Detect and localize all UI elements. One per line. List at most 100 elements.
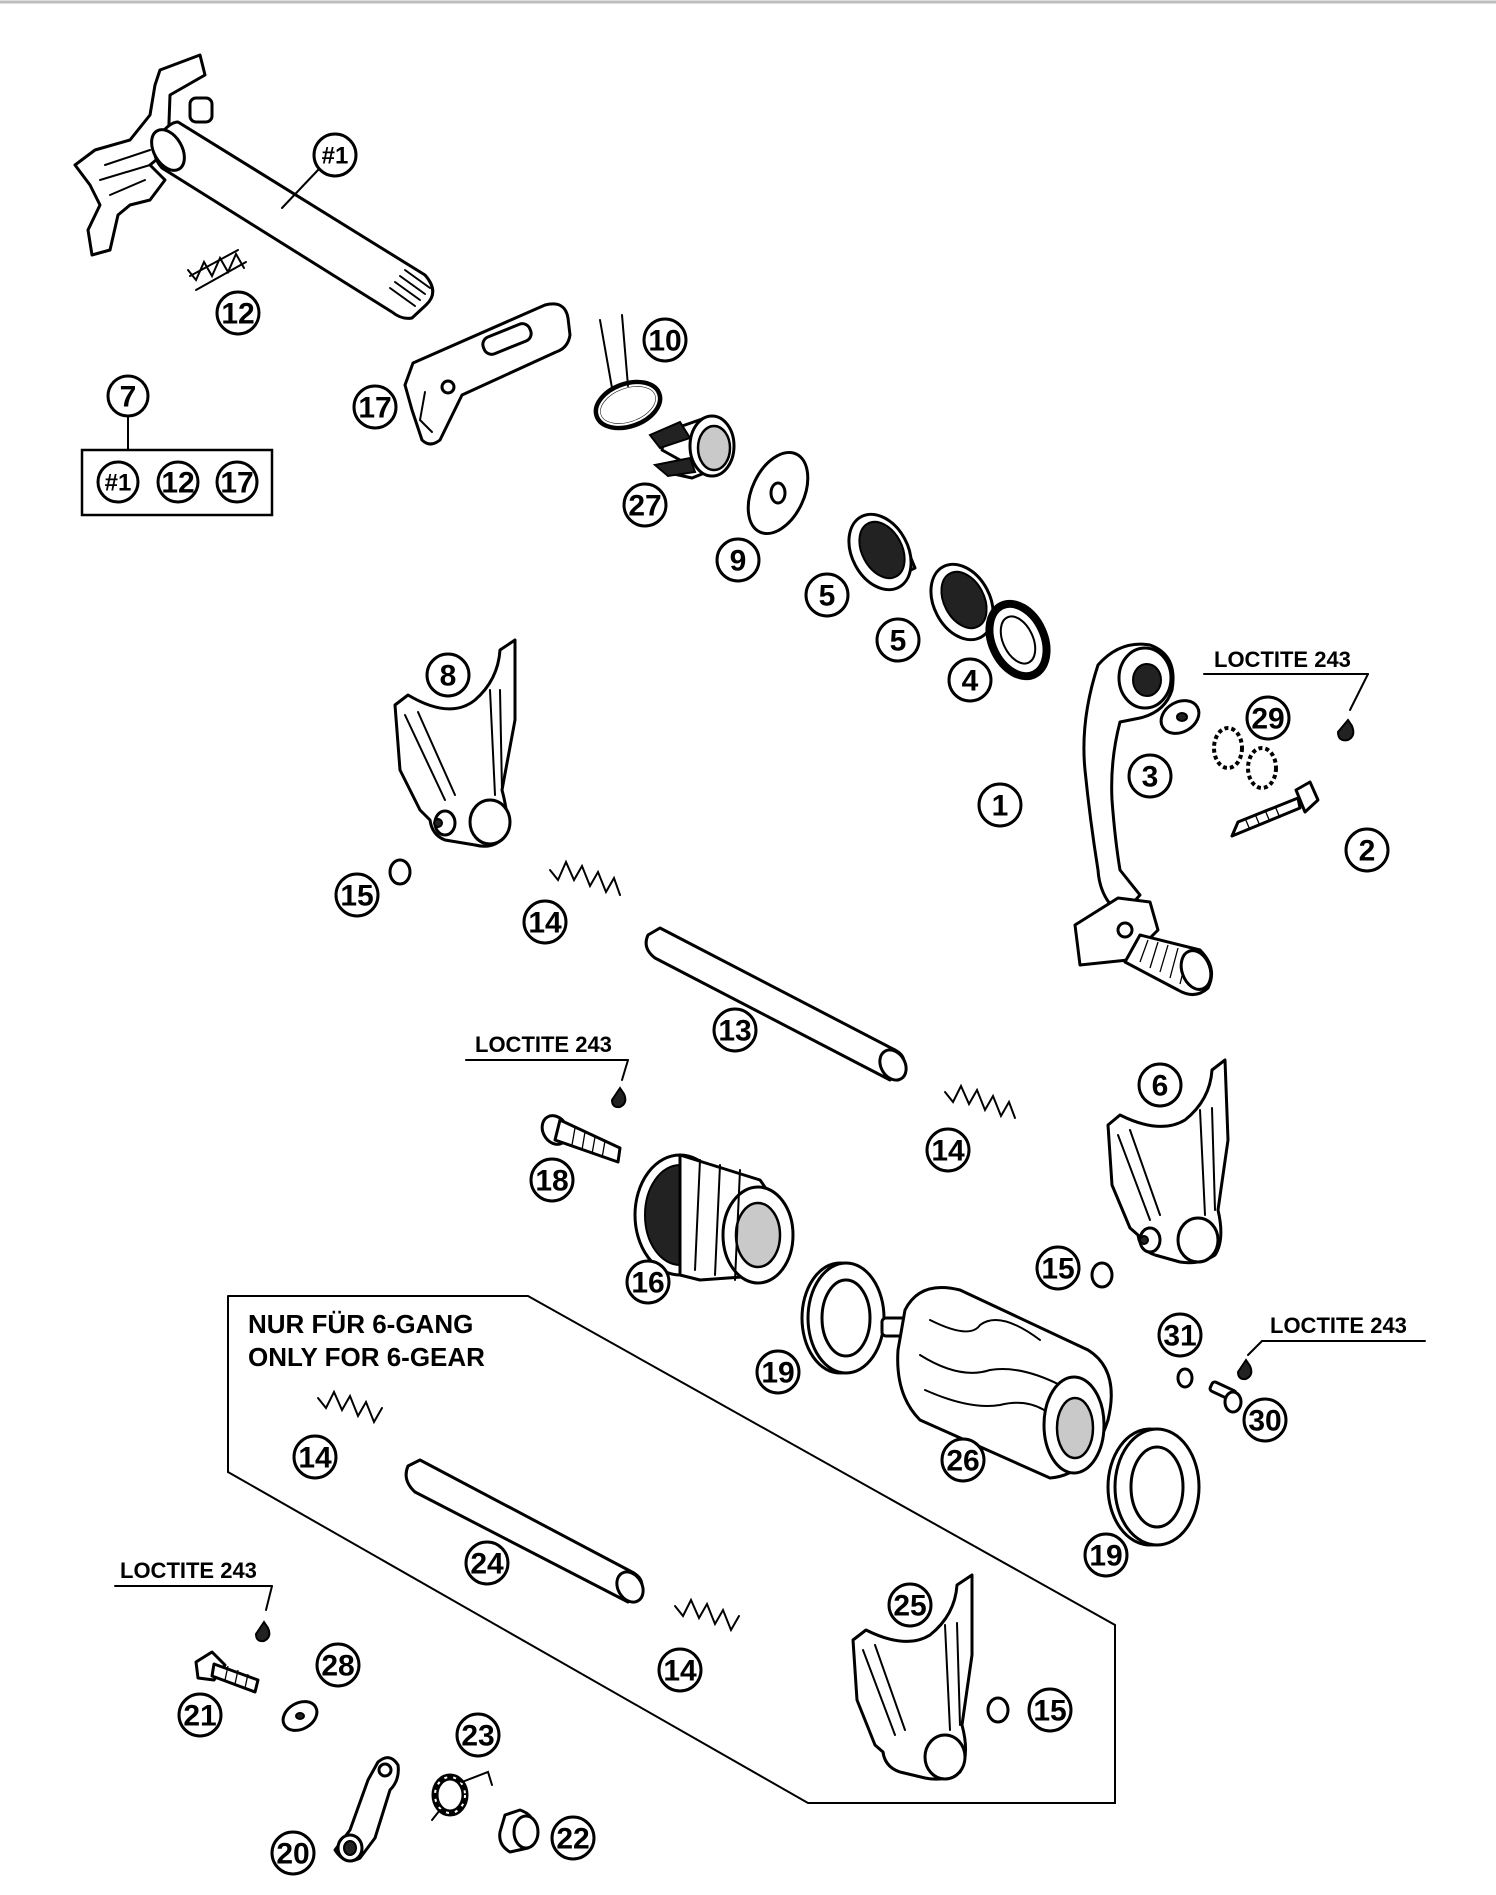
bolt-30 <box>1208 1380 1243 1414</box>
roller-15b <box>1090 1261 1114 1289</box>
callout-24: 24 <box>464 1540 510 1586</box>
shift-drum-locator-16 <box>633 1153 795 1285</box>
kit-item: 17 <box>220 467 253 500</box>
kit-item: #1 <box>105 470 132 497</box>
loctite-label: LOCTITE 243 <box>475 1032 612 1057</box>
spring-14c <box>317 1389 383 1425</box>
callout-19b: 19 <box>1083 1532 1129 1578</box>
detent-spring-12 <box>187 249 247 291</box>
leader-lines <box>281 169 319 209</box>
callout-label: 18 <box>535 1165 568 1198</box>
washer-9-hole <box>769 481 787 505</box>
callout-5a: 5 <box>804 572 850 618</box>
shift-fork-8 <box>393 638 517 848</box>
shift-shaft <box>73 53 435 320</box>
callout-4: 4 <box>947 657 993 703</box>
callout-label: 15 <box>1041 1253 1074 1286</box>
callout-22: 22 <box>550 1815 596 1861</box>
locking-lever-20 <box>333 1756 400 1863</box>
callout-label: 21 <box>183 1700 216 1733</box>
callout-25: 25 <box>887 1582 933 1628</box>
callout-label: 28 <box>321 1650 354 1683</box>
callout-label: 12 <box>221 298 254 331</box>
callout-28: 28 <box>315 1642 361 1688</box>
group-label-de: NUR FÜR 6-GANG <box>248 1309 473 1339</box>
callout-label: 3 <box>1142 761 1159 794</box>
group-label-en: ONLY FOR 6-GEAR <box>248 1342 485 1372</box>
callout-14d: 14 <box>657 1647 703 1693</box>
callout-6: 6 <box>1137 1062 1183 1108</box>
bolt-21 <box>194 1650 260 1694</box>
callout-label: 20 <box>276 1838 309 1871</box>
kit-box-7: 7 #1 12 17 <box>80 374 274 517</box>
callout-label: 6 <box>1152 1070 1169 1103</box>
callout-15a: 15 <box>334 872 380 918</box>
callout-23: 23 <box>455 1712 501 1758</box>
callout-19a: 19 <box>755 1349 801 1395</box>
callout-label: 25 <box>893 1590 926 1623</box>
callout-label: 19 <box>1089 1540 1122 1573</box>
callout-label: 29 <box>1251 703 1284 736</box>
callout-label: 5 <box>890 625 907 658</box>
callout-18: 18 <box>529 1157 575 1203</box>
bushing-27 <box>648 414 736 480</box>
callout-label: 22 <box>556 1823 589 1856</box>
torsion-spring-23 <box>431 1770 493 1821</box>
callout-label: 24 <box>470 1548 504 1581</box>
lock-washers-29 <box>1212 726 1278 790</box>
callout-1: 1 <box>977 782 1023 828</box>
roller-15a <box>388 858 412 886</box>
callout-21: 21 <box>177 1692 223 1738</box>
callout-14a: 14 <box>522 899 568 945</box>
callout-label: 17 <box>358 392 391 425</box>
callout-label: 15 <box>1033 1695 1066 1728</box>
loctite-label: LOCTITE 243 <box>1270 1313 1407 1338</box>
callout-3: 3 <box>1127 753 1173 799</box>
callout-14b: 14 <box>925 1127 971 1173</box>
callout-label: 10 <box>648 325 681 358</box>
seal-ring-4 <box>985 599 1051 681</box>
callout-label: 14 <box>528 907 562 940</box>
spring-14a <box>549 859 621 896</box>
six-gear-group-frame <box>227 1295 1116 1804</box>
loctite-note-1: LOCTITE 243 <box>1203 647 1369 742</box>
callout-31: 31 <box>1157 1312 1203 1358</box>
callout-label: 14 <box>931 1135 965 1168</box>
callout-8: 8 <box>425 652 471 698</box>
bolt-2 <box>1230 780 1320 838</box>
callout-label: 1 <box>992 790 1009 823</box>
loctite-label: LOCTITE 243 <box>1214 647 1351 672</box>
loctite-note-4: LOCTITE 243 <box>114 1558 273 1643</box>
kit-item: 12 <box>161 467 194 500</box>
callout-label: #1 <box>322 143 349 170</box>
callout-label: 14 <box>663 1655 697 1688</box>
callout-30: 30 <box>1242 1397 1288 1443</box>
spring-14d <box>674 1597 740 1633</box>
bolt-18 <box>540 1114 622 1164</box>
callout-label: 8 <box>440 660 457 693</box>
return-spring-10 <box>593 314 663 431</box>
shift-drum-26 <box>880 1286 1113 1480</box>
washer-31 <box>1176 1367 1194 1389</box>
loctite-label: LOCTITE 243 <box>120 1558 257 1583</box>
callout-9: 9 <box>715 537 761 583</box>
callout-14c: 14 <box>292 1434 338 1480</box>
washer-3-hole <box>1176 712 1188 722</box>
shift-lever-1 <box>1073 642 1214 996</box>
shift-rail-24 <box>404 1458 645 1604</box>
loctite-note-2: LOCTITE 243 <box>465 1032 629 1109</box>
callout-label: 4 <box>962 665 979 698</box>
callout-shaft: #1 <box>312 132 358 178</box>
loctite-note-3: LOCTITE 243 <box>1236 1313 1426 1381</box>
roller-22 <box>498 1808 540 1854</box>
callout-27: 27 <box>622 482 668 528</box>
callout-15b: 15 <box>1035 1245 1081 1291</box>
shift-plate-17 <box>403 302 572 446</box>
callout-label: 23 <box>461 1720 494 1753</box>
callout-26: 26 <box>940 1437 986 1483</box>
callout-16: 16 <box>625 1259 671 1305</box>
callout-2: 2 <box>1344 827 1390 873</box>
callout-20: 20 <box>270 1830 316 1876</box>
